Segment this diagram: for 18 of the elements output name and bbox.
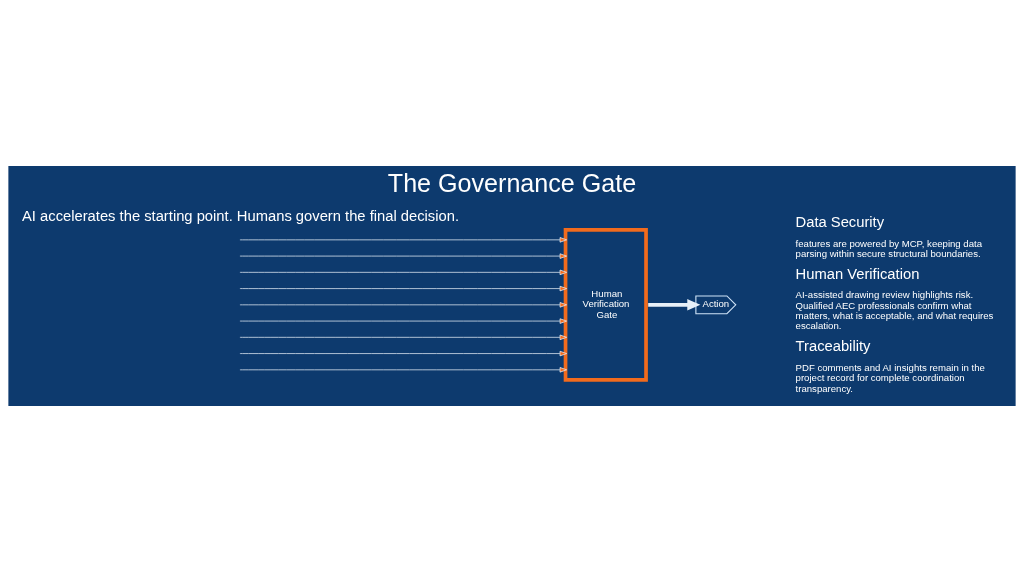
- label: Data Security: [795, 213, 885, 230]
- arrow: [239, 317, 567, 324]
- label: Human Verification: [795, 265, 920, 282]
- arrow: [648, 298, 701, 311]
- label: AI-assisted drawing review highlights risk. Qualified AEC professionals confirm what matters, what is acceptable, and what requires escalation.: [795, 288, 994, 331]
- diagram-title: The Governance Gate: [387, 168, 637, 197]
- arrow: [239, 269, 567, 275]
- arrow: [239, 236, 567, 243]
- label: Traceability: [795, 337, 871, 354]
- label: PDF comments and AI insights remain in the project record for complete coordination transparency.: [795, 361, 985, 394]
- arrow: [239, 285, 567, 291]
- arrow: [239, 301, 567, 308]
- label: AI accelerates the starting point. Humans govern the final decision.: [22, 207, 460, 224]
- label: features are powered by MCP, keeping data parsing within secure structural boundaries.: [795, 237, 983, 259]
- arrow: [239, 334, 567, 340]
- arrow: [239, 350, 567, 356]
- arrow: [239, 252, 567, 259]
- arrow: [239, 366, 567, 372]
